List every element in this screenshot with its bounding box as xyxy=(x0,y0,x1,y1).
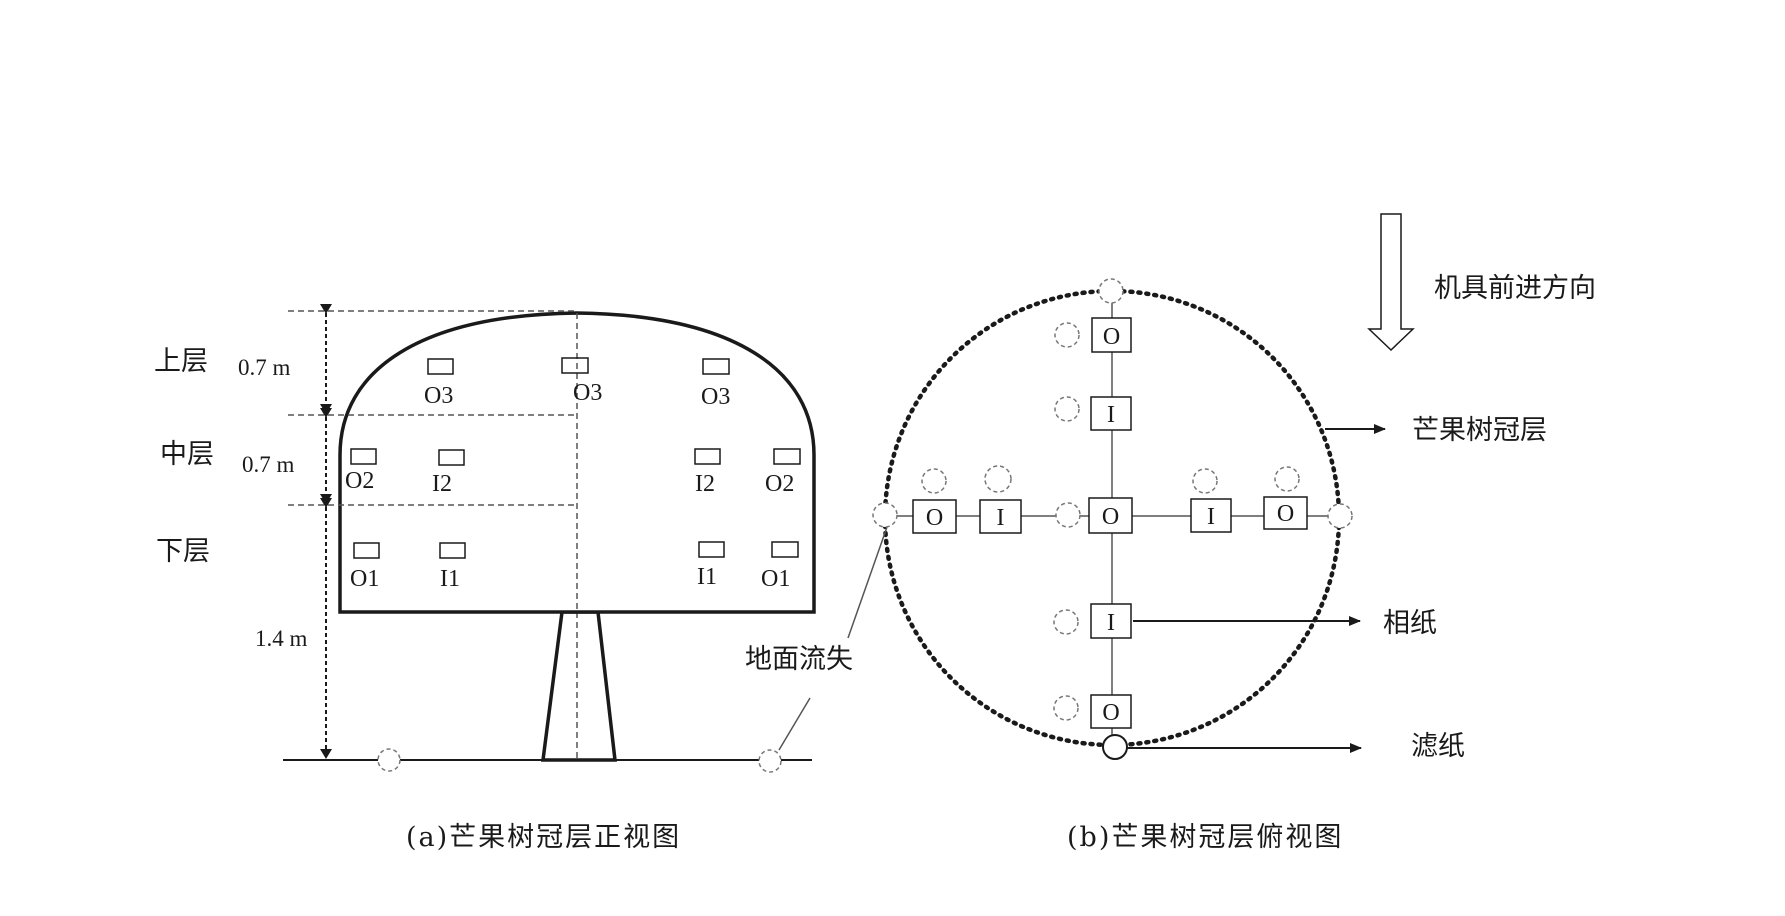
filter-paper-circle-solid xyxy=(1102,734,1128,760)
box-label-h5: O xyxy=(1277,501,1294,527)
photo-paper-box xyxy=(1090,396,1132,431)
caption-top-view: (b)芒果树冠层俯视图 xyxy=(1067,822,1343,853)
sample-card xyxy=(438,449,465,466)
photo-paper-box xyxy=(912,499,957,534)
sample-label-lower-1: O1 xyxy=(350,566,379,592)
sample-label-middle-2: I2 xyxy=(432,471,452,497)
layer-label-lower: 下层 xyxy=(156,536,210,567)
sample-card xyxy=(439,542,466,559)
box-label-h2: I xyxy=(997,505,1005,531)
box-label-v3: I xyxy=(1107,610,1115,636)
ground-loss-circle-right xyxy=(758,749,782,773)
filter-paper-circle xyxy=(921,468,947,494)
ground-loss-leader-right xyxy=(847,526,888,639)
filter-paper-circle xyxy=(1192,468,1218,494)
sample-card xyxy=(773,448,801,465)
layer-label-upper: 上层 xyxy=(154,346,208,377)
sample-card xyxy=(427,358,454,375)
sample-label-lower-4: O1 xyxy=(761,566,790,592)
sample-label-middle-3: I2 xyxy=(695,471,715,497)
filter-paper-circle xyxy=(872,502,898,528)
ground-loss-leader-left xyxy=(778,697,811,751)
filter-paper-circle xyxy=(1274,466,1300,492)
filter-paper-circle xyxy=(1327,503,1353,529)
layer-label-middle: 中层 xyxy=(160,439,214,470)
photo-paper-box xyxy=(979,499,1022,534)
photo-paper-box xyxy=(1190,498,1232,533)
sample-label-middle-1: O2 xyxy=(345,468,374,494)
photo-paper-box xyxy=(1090,694,1132,729)
box-label-h1: O xyxy=(926,505,943,531)
photo-paper-label: 相纸 xyxy=(1383,608,1437,639)
filter-paper-circle xyxy=(1055,502,1081,528)
ground-loss-label: 地面流失 xyxy=(745,644,853,675)
filter-paper-label: 滤纸 xyxy=(1411,731,1465,762)
sample-card xyxy=(350,448,377,465)
filter-paper-circle xyxy=(1054,396,1080,422)
sample-card xyxy=(702,358,730,375)
sample-card xyxy=(353,542,380,559)
sample-label-lower-2: I1 xyxy=(440,566,460,592)
filter-paper-circle xyxy=(1053,695,1079,721)
caption-front-view: (a)芒果树冠层正视图 xyxy=(406,822,681,853)
sample-card xyxy=(694,448,721,465)
photo-paper-box xyxy=(1091,317,1132,353)
direction-label: 机具前进方向 xyxy=(1434,273,1596,304)
photo-paper-box xyxy=(1090,603,1132,639)
box-label-v2: I xyxy=(1107,402,1115,428)
dim-label-upper: 0.7 m xyxy=(238,355,291,380)
filter-paper-circle xyxy=(1053,609,1079,635)
sample-label-upper-3: O3 xyxy=(701,384,730,410)
direction-arrow-icon xyxy=(1367,213,1415,352)
dim-label-lower: 1.4 m xyxy=(255,626,308,651)
photo-paper-box xyxy=(1263,496,1308,530)
box-label-v4: O xyxy=(1102,700,1119,726)
ground-loss-circle-left xyxy=(377,748,401,772)
box-label-h3: O xyxy=(1102,504,1119,530)
sample-label-middle-4: O2 xyxy=(765,471,794,497)
front-view: 0.7 m 0.7 m 1.4 m 上层 中层 下层 O3 O3 O3 O2 I… xyxy=(154,304,816,773)
box-label-v1: O xyxy=(1103,324,1120,350)
filter-paper-circle xyxy=(1054,322,1080,348)
top-view: O I I O O I O I O 机具前进方向 芒果树冠层 相纸 滤纸 xyxy=(847,213,1596,762)
sample-card xyxy=(561,357,589,374)
filter-paper-circle xyxy=(984,465,1012,493)
sample-card xyxy=(771,541,799,558)
sample-card xyxy=(698,541,725,558)
sample-label-upper-1: O3 xyxy=(424,383,453,409)
sample-label-upper-2: O3 xyxy=(573,380,602,406)
canopy-label: 芒果树冠层 xyxy=(1412,415,1547,446)
photo-paper-box xyxy=(1088,497,1133,534)
dim-label-middle: 0.7 m xyxy=(242,452,295,477)
sample-label-lower-3: I1 xyxy=(697,564,717,590)
tree-trunk xyxy=(541,610,617,762)
box-label-h4: I xyxy=(1207,504,1215,530)
filter-paper-circle xyxy=(1098,278,1124,304)
